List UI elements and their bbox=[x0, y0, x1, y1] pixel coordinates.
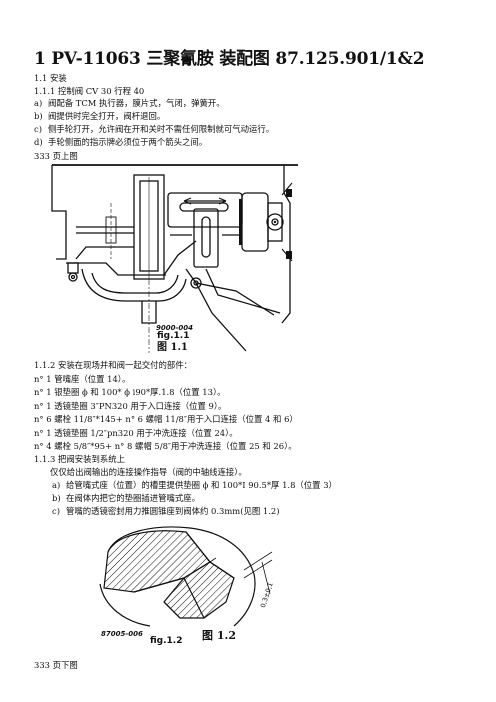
figure-1-1 bbox=[46, 163, 304, 355]
item-text: 给管嘴式座（位置）的槽里提供垫圈 ϕ 和 100*I 90.5*厚 1.8（位置… bbox=[66, 480, 337, 490]
part-3: n° 1 透镜垫圈 3″PN320 用于入口连接（位置 9）。 bbox=[34, 401, 227, 411]
item-label: d) bbox=[34, 137, 43, 147]
part-1: n° 1 管嘴座（位置 14）。 bbox=[34, 374, 131, 384]
ref-top-figure: 333 页上图 bbox=[34, 151, 78, 161]
section-1-1: 1.1 安装 bbox=[34, 73, 67, 83]
item-b-insert: b) 在阀体内把它的垫圈插进管嘴式座。 bbox=[52, 493, 200, 504]
item-text: 阀提供时完全打开，阀杆退回。 bbox=[48, 111, 166, 121]
part-4: n° 6 螺栓 11/8″*145+ n° 6 螺帽 11/8″用于入口连接（位… bbox=[34, 414, 298, 424]
nozzle-seal-section-drawing bbox=[99, 526, 273, 627]
part-6: n° 4 螺栓 5/8″*95+ n° 8 螺帽 5/8″用于冲洗连接（位置 2… bbox=[34, 441, 297, 451]
item-text: 手轮侧面的指示牌必须位于两个箭头之间。 bbox=[48, 137, 208, 147]
item-text: 在阀体内把它的垫圈插进管嘴式座。 bbox=[66, 493, 200, 503]
item-label: b) bbox=[52, 493, 61, 503]
item-c-handwheel: c) 侧手轮打开，允许阀在开和关时不需任何限制就可气动运行。 bbox=[34, 124, 274, 135]
figure-1-2-label-cn: 图 1.2 bbox=[202, 629, 236, 642]
figure-1-2-label: fig.1.2 bbox=[150, 636, 183, 646]
item-a-gasket: a) 给管嘴式座（位置）的槽里提供垫圈 ϕ 和 100*I 90.5*厚 1.8（… bbox=[52, 480, 337, 491]
section-1-1-2: 1.1.2 安装在现场并和阀一起交付的部件： bbox=[34, 360, 192, 370]
item-text: 管嘴的透镜密封用力推圆锥座到阀体约 0.3mm(见图 1.2) bbox=[66, 506, 280, 516]
item-label: c) bbox=[34, 124, 42, 134]
item-text: 阀配备 TCM 执行器，膜片式，气闭，弹簧开。 bbox=[48, 98, 225, 108]
part-2: n° 1 银垫圈 ϕ 和 100* ϕ i90*厚.1.8（位置 13）。 bbox=[34, 387, 226, 397]
figure-1-1-label-cn: 图 1.1 bbox=[157, 342, 188, 353]
figure-1-2-code: 87005-006 bbox=[101, 630, 143, 638]
part-5: n° 1 透镜垫圈 1/2″pn320 用于冲洗连接（位置 24）。 bbox=[34, 428, 238, 438]
item-label: b) bbox=[34, 111, 43, 121]
valve-assembly-drawing bbox=[51, 164, 298, 353]
item-label: a) bbox=[34, 98, 43, 108]
item-d-indicator: d) 手轮侧面的指示牌必须位于两个箭头之间。 bbox=[34, 137, 207, 148]
page-title: 1 PV-11063 三聚氰胺 装配图 87.125.901/1&2 bbox=[34, 49, 425, 69]
item-b-stem: b) 阀提供时完全打开，阀杆退回。 bbox=[34, 111, 165, 122]
ref-bottom-figure: 333 页下图 bbox=[34, 660, 78, 670]
item-text: 侧手轮打开，允许阀在开和关时不需任何限制就可气动运行。 bbox=[48, 124, 275, 134]
section-1-1-3: 1.1.3 把阀安装到系统上 bbox=[34, 454, 125, 464]
figure-1-1-label: fig.1.1 bbox=[157, 331, 190, 341]
item-label: c) bbox=[52, 506, 60, 516]
item-a-actuator: a) 阀配备 TCM 执行器，膜片式，气闭，弹簧开。 bbox=[34, 98, 225, 109]
item-label: a) bbox=[52, 480, 61, 490]
intro-text: 仅仅给出阀输出的连接操作指导（阀的中轴线连接）。 bbox=[50, 467, 247, 477]
item-c-seal: c) 管嘴的透镜密封用力推圆锥座到阀体约 0.3mm(见图 1.2) bbox=[52, 506, 280, 517]
figure-1-2 bbox=[94, 522, 284, 628]
section-1-1-1: 1.1.1 控制阀 CV 30 行程 40 bbox=[34, 86, 145, 96]
figure-1-1-code: 9000-004 bbox=[156, 324, 193, 332]
